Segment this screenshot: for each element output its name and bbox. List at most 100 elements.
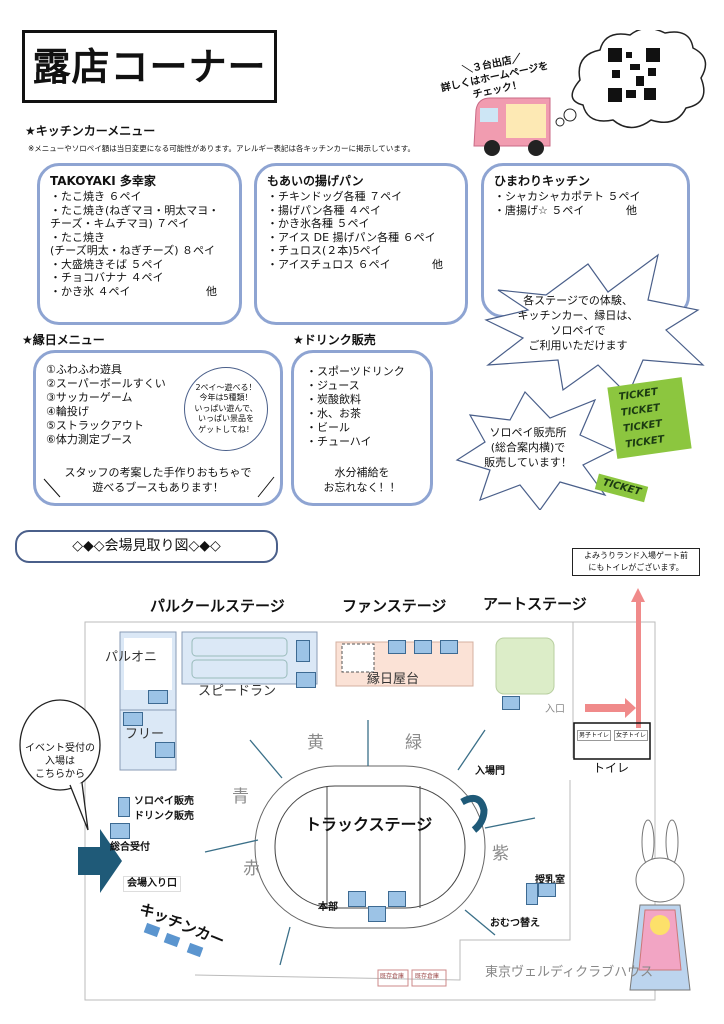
ennichi-card: ①ふわふわ遊具 ②スーパーボールすくい ③サッカーゲーム ④輪投げ ⑤ストラック…	[33, 350, 283, 506]
area-toilet-f: 女子トイレ	[614, 730, 649, 741]
zone-blue: 青	[232, 787, 249, 807]
shop-card-moai: もあいの揚げパン ・チキンドッグ各種 ７ペイ ・揚げパン各種 ４ペイ ・かき氷各…	[254, 163, 468, 325]
menu-item: (チーズ明太・ねぎチーズ) ８ペイ	[50, 244, 215, 257]
ennichi-item: ⑥体力測定ブース	[46, 433, 133, 446]
ennichi-item: ④輪投げ	[46, 405, 89, 418]
menu-other: 他	[626, 203, 637, 217]
stall	[388, 640, 406, 654]
area-ennichi: 縁日屋台	[367, 672, 420, 687]
stall	[296, 672, 316, 688]
area-diaper: おむつ替え	[490, 918, 540, 929]
kitchen-heading: ★キッチンカーメニュー	[25, 124, 156, 138]
menu-item: ・たこ焼き ６ペイ	[50, 190, 142, 203]
area-reception: 総合受付	[110, 842, 150, 853]
drink-item: ・ビール	[306, 421, 350, 434]
stage-parkour: パルクールステージ	[150, 597, 285, 615]
stall	[526, 883, 538, 905]
toilet-note: よみうりランド入場ゲート前 にもトイレがございます。	[572, 548, 700, 576]
drink-item: ・スポーツドリンク	[306, 365, 405, 378]
area-drink: ドリンク販売	[134, 811, 194, 822]
shop-card-takoyaki: TAKOYAKI 多幸家 ・たこ焼き ６ペイ ・たこ焼き(ねぎマヨ・明太マヨ・ …	[37, 163, 242, 325]
page-title: 露店コーナー	[22, 30, 277, 103]
area-storage-1: 既存倉庫	[380, 973, 405, 980]
ennichi-bubble: 2ペイ～遊べる！ 今年は5種類！ いっぱい遊んで、 いっぱい景品を ゲットしてね…	[184, 367, 268, 451]
solopay-sales-text: ソロペイ販売所 (総合案内横)で 販売しています！	[484, 426, 572, 469]
stall	[118, 797, 130, 817]
ennichi-item: ③サッカーゲーム	[46, 391, 133, 404]
drink-item: ・炭酸飲料	[306, 393, 361, 406]
menu-other: 他	[206, 284, 217, 298]
area-speedrun: スピードラン	[198, 684, 277, 699]
ennichi-item: ⑤ストラックアウト	[46, 419, 144, 432]
menu-other: 他	[432, 257, 443, 271]
solopay-usage-text: 各ステージでの体験、 キッチンカー、縁日は、 ソロペイで ご利用いただけます	[517, 294, 639, 352]
shop-name: ひまわりキッチン	[494, 174, 591, 188]
decor-lines	[43, 476, 275, 498]
kitchen-car-illustration	[473, 30, 707, 156]
drink-footer: 水分補給を お忘れなく！！	[323, 466, 401, 494]
area-track-stage: トラックステージ	[305, 815, 433, 834]
stage-fan: ファンステージ	[342, 597, 447, 615]
stall	[296, 640, 310, 662]
drink-heading: ★ドリンク販売	[293, 333, 376, 347]
stall	[348, 891, 366, 907]
zone-green: 緑	[405, 733, 422, 753]
menu-item: ・アイスチュロス ６ペイ	[267, 257, 391, 271]
menu-item: ・かき氷 ４ペイ	[50, 284, 131, 298]
menu-item: ・チョコバナナ ４ペイ	[50, 271, 164, 284]
stall	[502, 696, 520, 710]
area-entrance: 入口	[545, 704, 565, 715]
ennichi-footer: スタッフの考案した手作りおもちゃで 遊べるブースもあります！	[64, 466, 252, 494]
menu-item: ・チキンドッグ各種 ７ペイ	[267, 190, 403, 203]
shop-name: もあいの揚げパン	[267, 174, 364, 188]
drink-item: ・水、お茶	[306, 407, 361, 420]
stall	[123, 712, 143, 726]
area-storage-2: 既存倉庫	[415, 973, 440, 980]
area-gate: 入場門	[475, 766, 505, 777]
stall	[368, 906, 386, 922]
rabbit-mascot	[629, 819, 691, 991]
menu-item: ・唐揚げ☆ ５ペイ	[494, 203, 585, 217]
zone-red: 赤	[243, 859, 260, 879]
starburst-shape	[455, 390, 615, 510]
menu-item: ・たこ焼き(ねぎマヨ・明太マヨ・	[50, 203, 220, 217]
area-nursing: 授乳室	[535, 875, 565, 886]
area-venue-entrance: 会場入り口	[123, 876, 181, 892]
area-clubhouse: 東京ヴェルディクラブハウス	[485, 965, 654, 980]
stage-art: アートステージ	[483, 595, 587, 613]
reception-callout: イベント受付の 入場は こちらから	[25, 743, 95, 780]
stall	[440, 640, 458, 654]
menu-item: ・シャカシャカポテト ５ペイ	[494, 190, 641, 203]
zone-purple: 紫	[492, 844, 509, 864]
menu-item: ・揚げパン各種 ４ペイ	[267, 203, 382, 217]
stall	[110, 823, 130, 839]
starburst-shape	[484, 253, 705, 397]
area-solopay: ソロペイ販売	[134, 796, 194, 807]
kitchen-note: ※メニューやソロペイ額は当日変更になる可能性があります。アレルギー表記は各キッチ…	[28, 144, 416, 153]
menu-item: ・チュロス(２本)5ペイ	[267, 244, 382, 257]
area-toilet-m: 男子トイレ	[577, 730, 612, 741]
stall	[155, 742, 175, 758]
drink-item: ・チューハイ	[306, 435, 372, 448]
drink-card: ・スポーツドリンク ・ジュース ・炭酸飲料 ・水、お茶 ・ビール ・チューハイ …	[291, 350, 433, 506]
ennichi-item: ①ふわふわ遊具	[46, 363, 122, 376]
map-heading: ◇◆◇会場見取り図◇◆◇	[15, 530, 278, 563]
stall	[538, 883, 556, 897]
menu-item: ・アイス DE 揚げパン各種 ６ペイ	[267, 230, 436, 244]
menu-item: チーズ・キムチマヨ) ７ペイ	[50, 217, 190, 230]
ennichi-heading: ★縁日メニュー	[22, 333, 105, 347]
venue-map	[19, 588, 691, 1001]
stall	[414, 640, 432, 654]
area-hq: 本部	[318, 902, 338, 913]
area-toilet: トイレ	[593, 761, 630, 775]
ticket-stack: TICKET TICKET TICKET TICKET	[607, 377, 692, 459]
shop-name: TAKOYAKI 多幸家	[50, 174, 156, 188]
menu-item: ・かき氷各種 ５ペイ	[267, 217, 370, 230]
area-paruoni: パルオニ	[105, 650, 158, 665]
stall	[148, 690, 168, 704]
area-free: フリー	[125, 727, 165, 742]
ennichi-item: ②スーパーボールすくい	[46, 377, 166, 390]
menu-item: ・大盛焼きそば ５ペイ	[50, 257, 164, 271]
menu-item: ・たこ焼き	[50, 230, 105, 244]
stall	[388, 891, 406, 907]
